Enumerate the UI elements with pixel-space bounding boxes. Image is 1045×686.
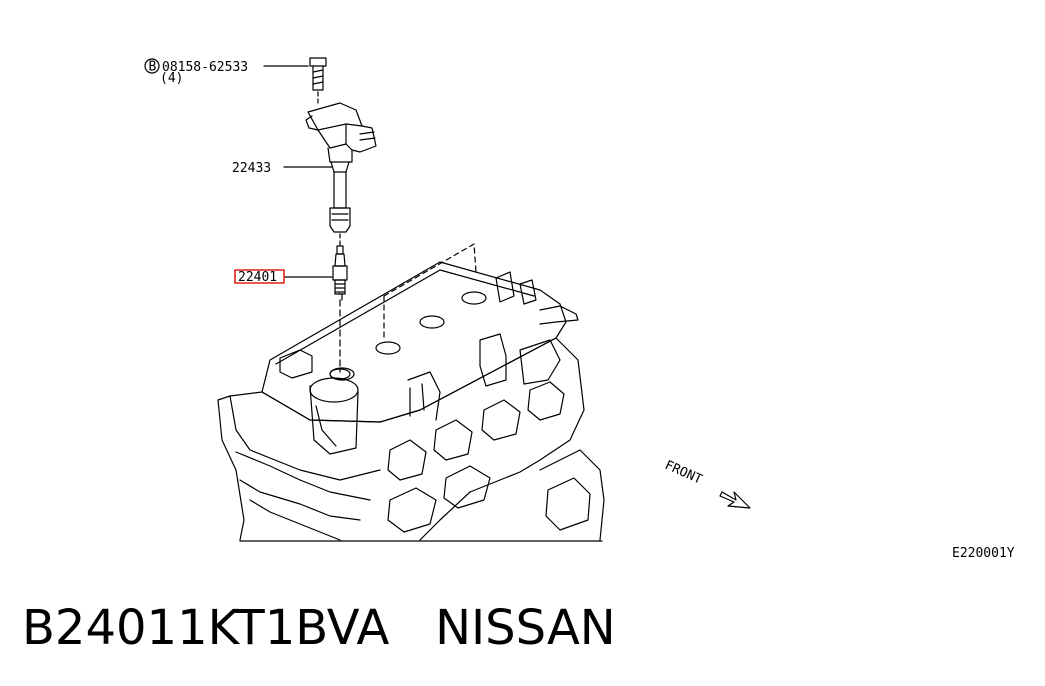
bolt-drawing	[309, 57, 327, 91]
front-arrow-icon	[719, 491, 751, 509]
bolt-marker-letter: B	[149, 60, 157, 75]
front-label: FRONT	[662, 458, 704, 488]
bolt-marker-circle	[144, 58, 160, 74]
engine-cylinder-head-drawing	[217, 243, 605, 542]
bolt-quantity-label: (4)	[160, 71, 183, 86]
figure-code-label: E220001Y	[952, 546, 1015, 561]
bolt-part-label: 08158-62533	[162, 60, 248, 75]
brand-name: NISSAN	[435, 600, 616, 656]
part-title: B24011KT1BVA NISSAN	[22, 596, 616, 660]
coil-part-label: 22433	[232, 161, 271, 176]
plug-label-highlight	[234, 269, 285, 284]
plug-part-label: 22401	[238, 270, 277, 285]
spark-plug-drawing	[332, 245, 348, 301]
ignition-coil-drawing	[305, 102, 377, 233]
part-number: B24011KT1BVA	[22, 600, 390, 656]
